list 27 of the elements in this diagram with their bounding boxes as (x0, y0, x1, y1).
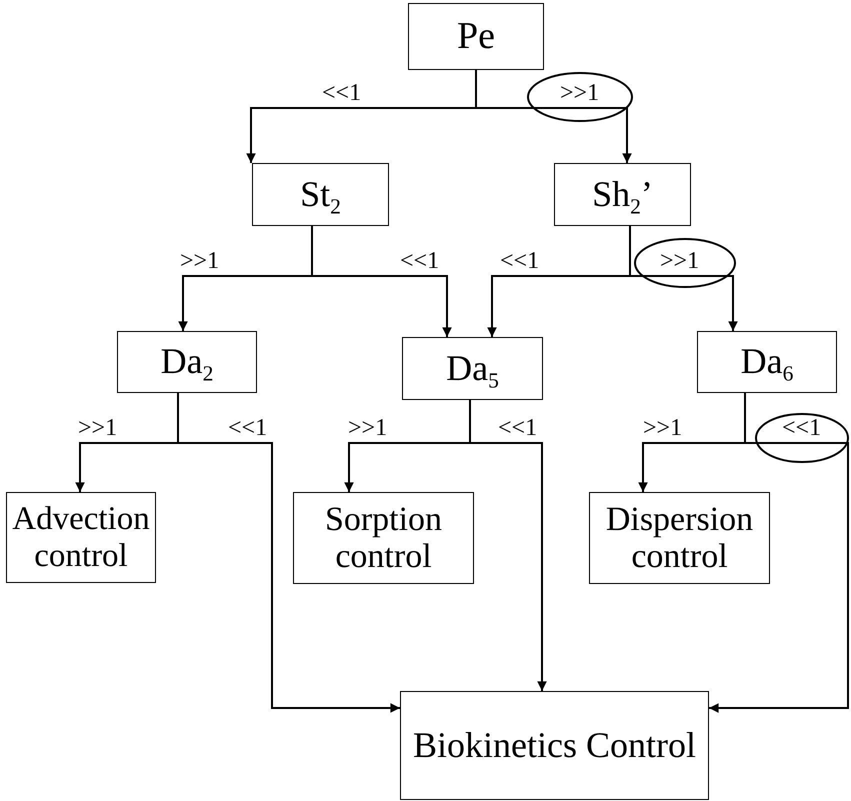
arrow (475, 70, 632, 163)
edge-label: <<1 (782, 416, 822, 440)
box-label: St$_{2}$ (300, 174, 341, 214)
box-label: Da$_{2}$ (160, 342, 214, 382)
box-label: Sorption control (324, 500, 444, 576)
process-box (400, 691, 709, 800)
box-label: Biokinetics Control (413, 726, 696, 766)
box-label: Advection control (11, 501, 151, 574)
process-box (554, 163, 691, 226)
process-box (589, 492, 770, 584)
arrow (629, 226, 738, 331)
box-label: Dispersion control (604, 500, 754, 576)
box-label: Pe (457, 16, 495, 58)
edge-label: >>1 (660, 249, 700, 273)
process-box (6, 492, 156, 583)
box-label: Da$_{6}$ (740, 342, 794, 382)
edge-label: >>1 (560, 81, 600, 105)
process-box (408, 3, 544, 70)
process-box (402, 337, 543, 400)
arrow (311, 226, 452, 337)
arrow (469, 400, 547, 691)
process-box (697, 331, 837, 393)
box-label: Da$_{5}$ (446, 348, 499, 388)
process-box (117, 331, 257, 393)
process-box (293, 492, 474, 584)
box-label: Sh$_{2}$’ (592, 174, 653, 214)
process-box (252, 163, 389, 226)
